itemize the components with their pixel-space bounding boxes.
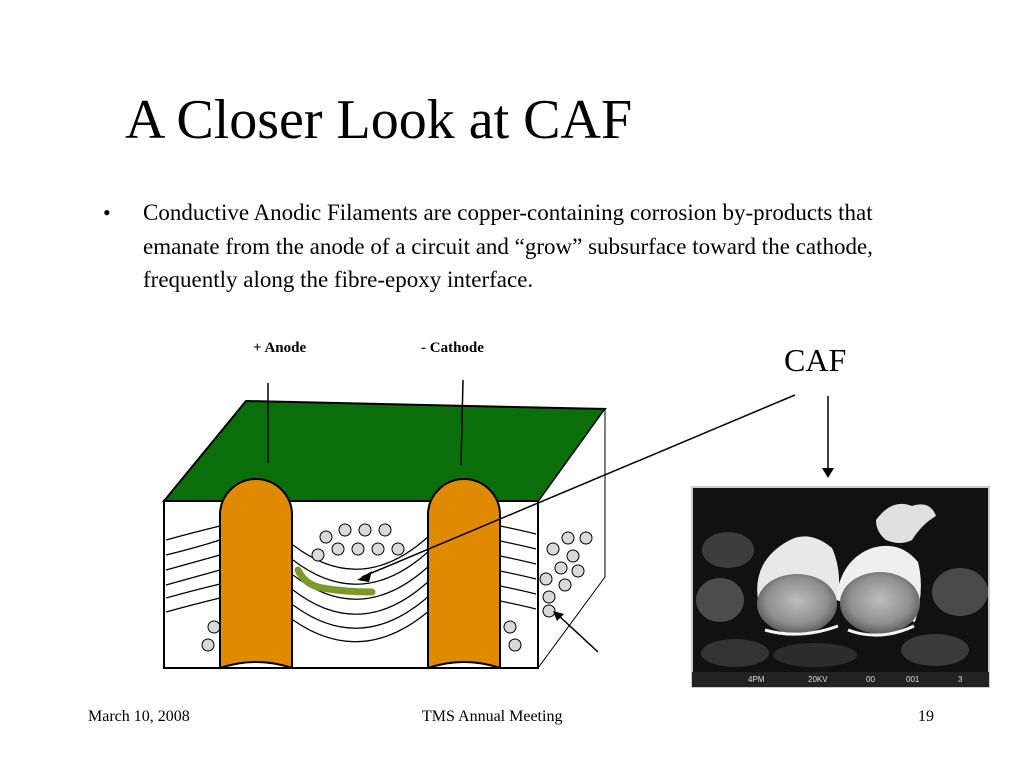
slide-title: A Closer Look at CAF: [125, 89, 633, 151]
pointer-line-filament: [361, 394, 796, 578]
caf-filament: [294, 566, 376, 596]
caf-caption: CAF: [784, 342, 847, 378]
arrow-down-icon: [822, 468, 834, 478]
sem-micrograph: [691, 486, 990, 688]
pointer-line-fiber: [557, 614, 599, 653]
cathode-label: - Cathode: [421, 340, 484, 356]
board-top-face: [161, 399, 607, 504]
bullet-marker: •: [103, 200, 111, 225]
micrograph-scale-bar: 4PM: [748, 675, 765, 684]
micrograph-code2: 001: [906, 675, 920, 684]
cathode-via: [427, 478, 501, 670]
glass-fiber-layers: [165, 525, 537, 643]
fiber-cross-sections: [201, 523, 593, 652]
footer-event: TMS Annual Meeting: [422, 708, 563, 725]
anode-via: [219, 478, 293, 670]
page-number: 19: [918, 708, 934, 725]
micrograph-code1: 00: [866, 675, 875, 684]
micrograph-code3: 3: [958, 675, 963, 684]
micrograph-kv: 20KV: [808, 675, 828, 684]
anode-label: + Anode: [253, 340, 307, 356]
footer-date: March 10, 2008: [88, 708, 190, 725]
bullet-text: Conductive Anodic Filaments are copper-c…: [143, 200, 873, 292]
